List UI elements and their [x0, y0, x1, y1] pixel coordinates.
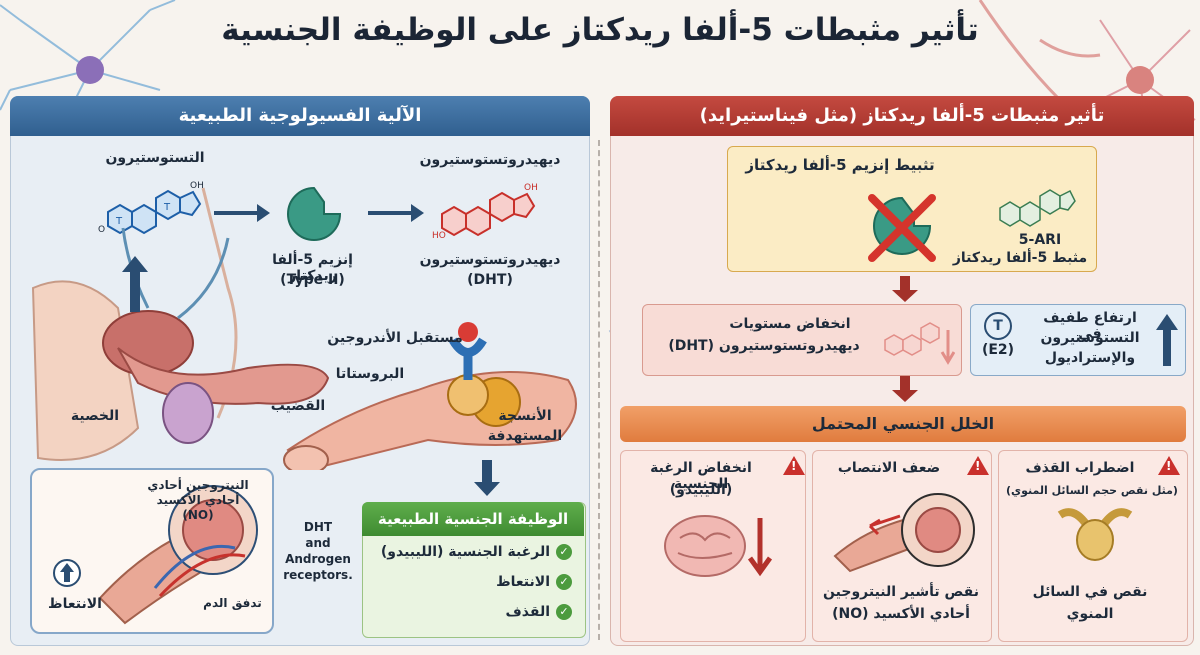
dht-decrease-line-2: ديهيدروتستوستيرون (DHT) [668, 338, 860, 354]
androgen-receptor-label: مستقبل الأندروجين [327, 330, 463, 346]
enzyme-type: (Type II) [280, 272, 345, 288]
dht-abbr: (DHT) [467, 272, 513, 288]
rise-line-1: ارتفاع طفيف في [1043, 310, 1137, 342]
card-ejaculation-sub: (مثل نقص حجم السائل المنوي) [1006, 484, 1178, 497]
rise-line-3: والإستراديول [1044, 350, 1136, 366]
svg-text:T: T [115, 216, 123, 227]
rise-line-2: التستوستيرون [1040, 330, 1140, 346]
dht-molecule-icon: HO OH [432, 183, 538, 241]
dysfunction-title: الخلل الجنسي المحتمل [620, 406, 1186, 442]
dht-en-line-2: and [305, 536, 331, 550]
arrow-right-icon [368, 204, 424, 222]
page-title: تأثير مثبطات 5-ألفا ريدكتاز على الوظيفة … [221, 12, 979, 48]
testosterone-molecule-icon: T T O OH [98, 181, 204, 235]
normal-item-erection: ✓الانتعاظ [372, 574, 572, 590]
dht-en-line-4: receptors. [283, 568, 353, 582]
warning-icon: ! [967, 456, 989, 475]
card-ejaculation-title: اضطراب القذف [1025, 460, 1135, 476]
card-libido-title: انخفاض الرغبة الجنسية [650, 460, 752, 492]
brain-icon [664, 515, 773, 577]
warning-icon: ! [783, 456, 805, 475]
card-ejaculation-caption-1: نقص في السائل [1032, 584, 1148, 600]
ari-arabic-label: مثبط 5-ألفا ريدكتاز [952, 250, 1088, 266]
target-tissues-label-1: الأنسجة [498, 408, 552, 424]
no-label-1: النيتروجين أحادي [147, 478, 249, 492]
erectile-cross-section-icon [833, 493, 975, 573]
enzyme-icon [287, 186, 342, 241]
faded-dht-molecule-icon [884, 322, 955, 365]
dht-en-line-1: DHT [303, 520, 333, 534]
male-anatomy-illustration [31, 187, 330, 461]
enzyme-label: إنزيم 5-ألفا ريدكتاز [272, 252, 353, 284]
card-erectile-caption-1: نقص تأشير النيتروجين [823, 584, 979, 600]
penis-cross-section-illustration [98, 485, 258, 625]
penis-label: القضيب [270, 398, 326, 414]
arrow-down-icon [474, 460, 500, 496]
arrow-down-icon [892, 376, 918, 402]
ari-molecule-icon [999, 189, 1076, 227]
warning-icon: ! [1158, 456, 1180, 475]
testis-label: الخصية [70, 408, 120, 424]
panel-divider [598, 140, 600, 640]
check-icon: ✓ [556, 544, 572, 560]
dht-decrease-line-1: انخفاض مستويات [729, 316, 851, 332]
dht-en-line-3: Androgen [285, 552, 351, 566]
dht-decrease-box [642, 304, 962, 376]
estradiol-symbol: (E2) [981, 342, 1015, 358]
normal-item-ejaculation: ✓القذف [372, 604, 572, 620]
svg-text:OH: OH [190, 181, 204, 191]
dht-label: ديهيدروتستوستيرون [419, 252, 561, 268]
card-libido-sub: (الليبيدو) [669, 482, 733, 498]
seminal-vesicle-icon [1057, 508, 1133, 561]
target-tissue-illustration [283, 322, 577, 470]
blocked-enzyme-icon [868, 194, 936, 262]
ari-label: 5-ARI [1018, 232, 1062, 248]
normal-function-title: الوظيفة الجنسية الطبيعية [362, 502, 584, 536]
blood-flow-label: تدفق الدم [203, 596, 262, 610]
card-erectile-title: ضعف الانتصاب [837, 460, 941, 476]
svg-text:HO: HO [432, 231, 446, 241]
svg-text:O: O [98, 225, 105, 235]
neuron-icon [76, 56, 104, 84]
prostate-label: البروستاتا [335, 366, 405, 382]
card-ejaculation-caption-2: المنوي [1066, 606, 1114, 622]
check-icon: ✓ [556, 574, 572, 590]
normal-item-libido: ✓الرغبة الجنسية (الليبيدو) [372, 544, 572, 560]
inhibition-title: تثبيط إنزيم 5-ألفا ريدكتاز [745, 156, 935, 174]
testosterone-symbol-icon: T [984, 312, 1012, 340]
arrow-up-circle-icon [53, 559, 81, 587]
normal-mechanism-header: الآلية الفسيولوجية الطبيعية [10, 96, 590, 136]
inhibitor-effect-header: تأثير مثبطات 5-ألفا ريدكتاز (مثل فيناستي… [610, 96, 1194, 136]
testosterone-label: التستوستيرون [105, 150, 205, 166]
dht-top-label: ديهيدروتستوستيرون [419, 152, 561, 168]
arrow-up-icon [122, 256, 148, 312]
erection-label: الانتعاظ [48, 596, 102, 612]
arrow-up-icon [1156, 314, 1178, 366]
target-tissues-label-2: المستهدفة [487, 428, 563, 444]
no-label-3: (NO) [182, 508, 214, 522]
card-erectile-caption-2: أحادي الأكسيد (NO) [832, 606, 970, 622]
arrow-right-icon [214, 204, 270, 222]
svg-text:OH: OH [524, 183, 538, 193]
arrow-down-icon [892, 276, 918, 302]
check-icon: ✓ [556, 604, 572, 620]
no-label-2: أحادي الأكسيد [156, 493, 240, 507]
svg-text:T: T [163, 202, 171, 213]
